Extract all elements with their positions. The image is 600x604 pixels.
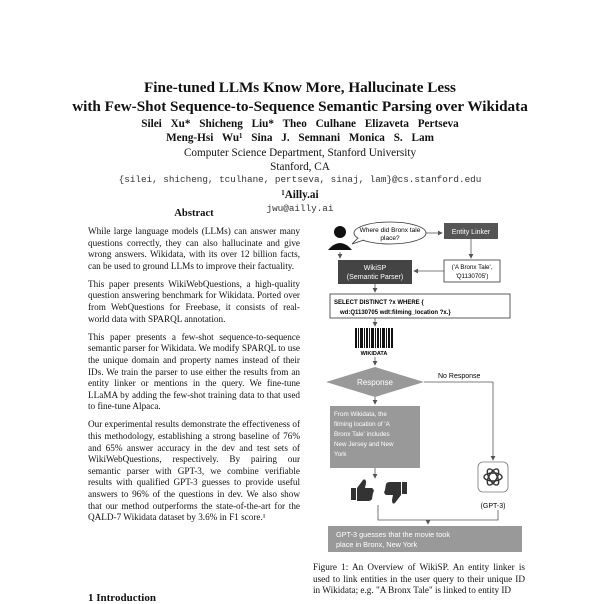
wikisp-sublabel: (Semantic Parser): [347, 274, 403, 281]
answer-line: filming location of 'A: [334, 421, 391, 428]
gpt3-logo-icon: [477, 461, 509, 493]
wikidata-wordmark: WIKIDATA: [361, 351, 388, 357]
company-email: jwu@ailly.ai: [266, 203, 334, 214]
gpt3-guess-box: [328, 526, 522, 552]
no-response-label: No Response: [438, 373, 481, 380]
authors-line-1: Silei Xu* Shicheng Liu* Theo Culhane Eli…: [141, 118, 459, 130]
wikisp-label: WikiSP: [364, 265, 387, 272]
sparql-line-2: wd:Q1130705 wdt:filming_location ?x.}: [339, 310, 451, 316]
affiliation-dept: Computer Science Department, Stanford Un…: [183, 147, 417, 159]
gpt3-label: (GPT-3): [481, 503, 506, 510]
authors: Silei Xu* Shicheng Liu* Theo Culhane Eli…: [0, 117, 600, 145]
title-line-2: with Few-Shot Sequence-to-Sequence Seman…: [72, 98, 528, 115]
thumbs-down-icon: [384, 482, 407, 504]
thumbs-up-icon: [351, 479, 374, 501]
sparql-box: [329, 293, 511, 319]
gpt3-guess-line-2: place in Bronx, New York: [336, 540, 417, 549]
wikisp-box: [338, 260, 412, 284]
abstract-body: While large language models (LLMs) can a…: [88, 226, 300, 530]
wikidata-logo: WIKIDATA: [355, 328, 393, 357]
question-text-2: place?: [380, 235, 400, 242]
abstract-heading: Abstract: [174, 208, 214, 219]
abstract-paragraph: This paper presents WikiWebQuestions, a …: [88, 278, 300, 324]
answer-line: York: [334, 451, 347, 458]
authors-line-2: Meng-Hsi Wu¹ Sina J. Semnani Monica S. L…: [166, 132, 434, 144]
entity-result-line-2: 'Q1130705'): [456, 273, 489, 280]
answer-line: New Jersey and New: [334, 441, 394, 448]
affiliation-city: Stanford, CA: [270, 161, 330, 173]
sparql-line-1: SELECT DISTINCT ?x WHERE {: [334, 300, 424, 306]
response-decision: [326, 367, 424, 397]
entity-linker-box: [444, 223, 498, 239]
answer-line: From Wikidata, the: [334, 411, 387, 418]
abstract-paragraph: While large language models (LLMs) can a…: [88, 226, 300, 271]
section-heading-introduction: 1 Introduction: [88, 592, 156, 604]
affiliation-company: ¹Ailly.ai: [281, 189, 319, 201]
gpt3-guess-line-1: GPT-3 guesses that the movie took: [336, 530, 450, 539]
question-text-1: Where did Bronx tale: [360, 227, 421, 234]
figure-caption: Figure 1: An Overview of WikiSP. An enti…: [313, 562, 525, 596]
wikidata-answer-text: From Wikidata, the filming location of '…: [334, 411, 395, 458]
abstract-paragraph: This paper presents a few-shot sequence-…: [88, 331, 300, 412]
entity-result-line-1: ('A Bronx Tale',: [452, 264, 493, 271]
answer-line: Bronx Tale' includes: [334, 431, 390, 438]
response-label: Response: [357, 378, 394, 387]
figure-overview-wikisp: Where did Bronx tale place? Entity Linke…: [326, 221, 522, 552]
title-line-1: Fine-tuned LLMs Know More, Hallucinate L…: [144, 79, 456, 96]
paper-title: Fine-tuned LLMs Know More, Hallucinate L…: [0, 78, 600, 116]
wikidata-answer-box: [330, 406, 420, 468]
author-emails: {silei, shicheng, tculhane, pertseva, si…: [118, 174, 482, 185]
user-icon: [328, 226, 352, 250]
entity-linker-label: Entity Linker: [452, 229, 491, 236]
abstract-paragraph: Our experimental results demonstrate the…: [88, 419, 300, 523]
question-bubble: Where did Bronx tale place?: [351, 221, 427, 245]
